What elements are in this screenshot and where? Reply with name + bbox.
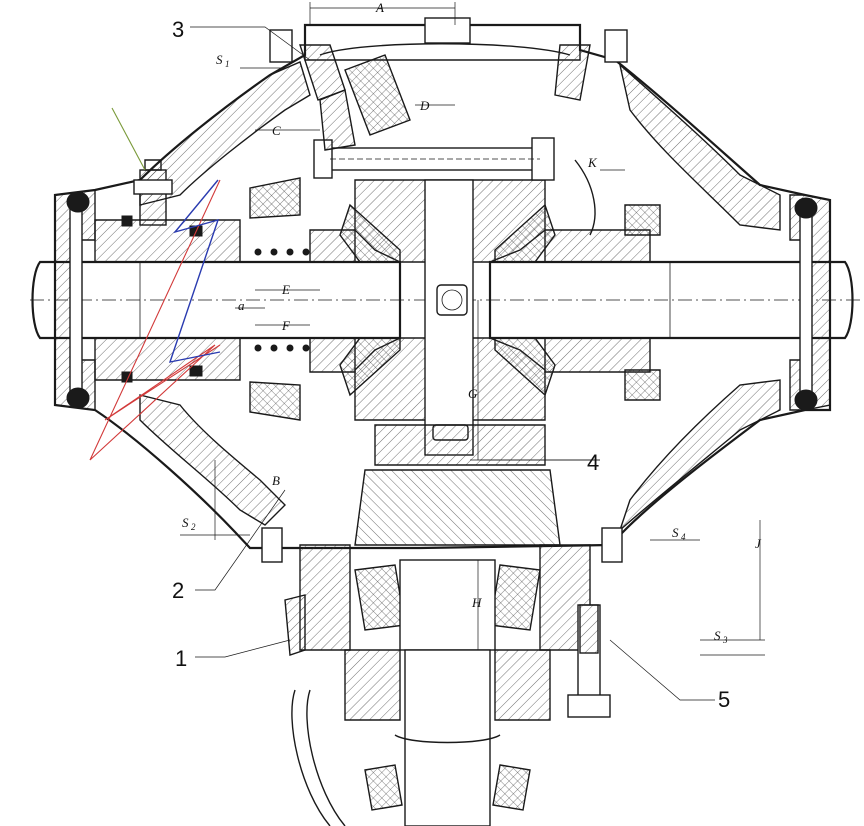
dim-label-B: B [272, 473, 280, 488]
differential-case [339, 179, 556, 456]
s4-subscript: 4 [681, 532, 686, 542]
s3-subscript: 3 [722, 635, 728, 645]
callout-1: 1 [175, 646, 187, 671]
dim-label-s4: S 4 [672, 525, 686, 542]
needle-rollers-top [254, 248, 310, 256]
upper-roller [319, 54, 411, 151]
pinion-housing [284, 544, 591, 826]
s2-subscript: 2 [191, 522, 196, 532]
callout-2: 2 [172, 578, 184, 603]
dim-label-G: G [468, 386, 478, 401]
hub-flange-right [789, 194, 831, 411]
dim-label-H: H [471, 595, 482, 610]
right-bearing-package [544, 159, 661, 401]
s1-letter: S [216, 52, 223, 67]
s2-letter: S [182, 515, 189, 530]
dim-label-s2: S 2 [182, 515, 196, 532]
dim-label-E: E [281, 282, 290, 297]
s1-subscript: 1 [225, 59, 230, 69]
callout-4: 4 [587, 450, 599, 475]
dim-label-C: C [272, 123, 281, 138]
ring-gear [354, 424, 561, 546]
hub-flange-left [54, 189, 96, 411]
callout-leaders [190, 26, 715, 701]
s4-letter: S [672, 525, 679, 540]
dim-label-s1: S 1 [216, 52, 230, 69]
carrier-housing [53, 17, 832, 550]
grease-nipple [133, 159, 173, 226]
case-bolt [313, 137, 555, 181]
drain-bolt-5 [567, 604, 611, 718]
dim-label-J: J [755, 536, 762, 551]
dim-label-F: F [281, 318, 291, 333]
housing-bolts [261, 29, 628, 563]
dim-label-D: D [419, 98, 430, 113]
cross-pin [424, 179, 474, 456]
callout-3: 3 [172, 17, 184, 42]
dim-label-a: a [238, 298, 245, 313]
s3-letter: S [714, 628, 721, 643]
dim-label-A: A [375, 0, 384, 15]
needle-rollers-bottom [254, 344, 310, 352]
dim-label-K: K [587, 155, 598, 170]
left-bearing-package [94, 177, 356, 421]
callout-5: 5 [718, 687, 730, 712]
dim-label-s3: S 3 [714, 628, 728, 645]
annotation-overlays [89, 107, 221, 461]
